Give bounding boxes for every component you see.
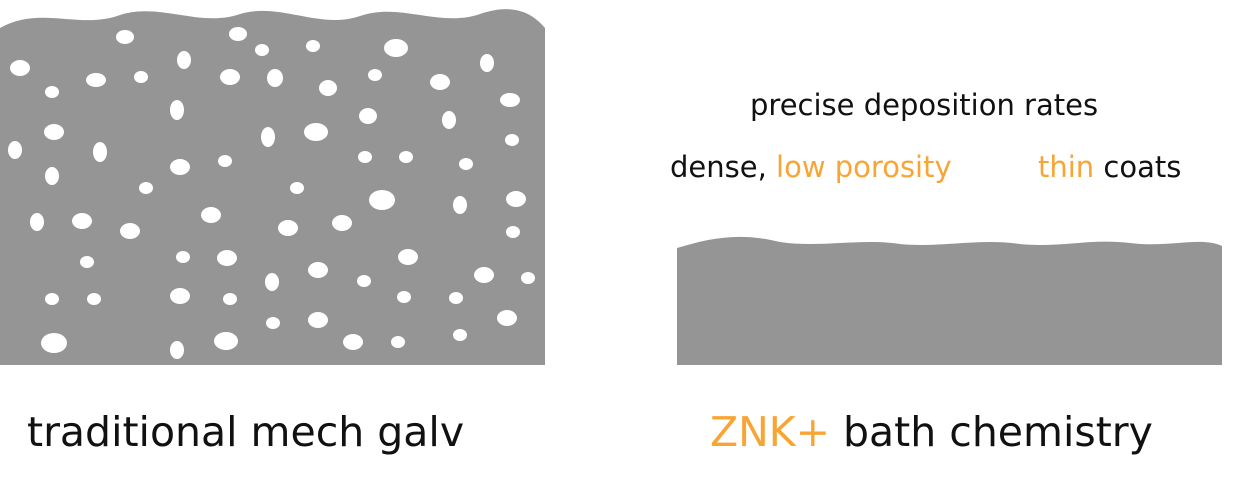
pore [116,30,134,44]
pore [391,336,405,348]
pore [170,341,184,359]
pore [474,267,494,283]
pore [72,213,92,229]
pore [177,51,191,69]
pore [304,123,328,141]
pore [442,111,456,129]
pore [459,158,473,170]
annotation-thin-text: thin [1038,150,1095,184]
dense-coating-layer [677,236,1222,365]
annotation-dense-low-porosity: dense, low porosity [670,150,952,184]
annotation-coats-text: coats [1094,150,1182,184]
bath-chemistry-text: bath chemistry [830,408,1153,456]
pore [120,223,140,239]
pore [45,293,59,305]
pore [176,251,190,263]
pore [41,333,67,353]
pore [229,27,247,41]
pore [8,141,22,159]
pore [267,69,283,87]
pore [134,71,148,83]
pore [261,127,275,147]
pore [384,39,408,57]
pore [170,100,184,120]
pore [308,312,328,328]
pore [500,93,520,107]
pore [220,69,240,85]
pore [332,215,352,231]
pore [497,310,517,326]
pore [80,256,94,268]
pore [278,220,298,236]
pore [343,334,363,350]
pore [397,291,411,303]
pore [506,191,526,207]
pore [218,155,232,167]
pore [453,196,467,214]
annotation-precise-deposition: precise deposition rates [750,88,1099,122]
pore [358,151,372,163]
pore [139,182,153,194]
pore [87,293,101,305]
pore [369,190,395,210]
pore [170,288,190,304]
pore [93,142,107,162]
pore [521,272,535,284]
annotation-dense-text: dense, [670,150,777,184]
annotation-low-porosity-text: low porosity [776,150,952,184]
pore [201,207,221,223]
pores-group [8,27,535,359]
pore [308,262,328,278]
pore [217,250,237,266]
porous-coating-layer [0,9,545,366]
pore [449,292,463,304]
pore [86,73,106,87]
pore [399,151,413,163]
pore [359,108,377,124]
pore [223,293,237,305]
pore [480,54,494,72]
pore [214,332,238,350]
pore [45,167,59,185]
znk-plus-text: ZNK+ [710,408,830,456]
right-panel-label: ZNK+ bath chemistry [710,408,1153,456]
pore [30,213,44,231]
annotation-thin-coats: thin coats [1038,150,1181,184]
pore [266,317,280,329]
pore [430,74,450,90]
pore [368,69,382,81]
pore [170,159,190,175]
pore [319,80,337,96]
pore [290,182,304,194]
pore [255,44,269,56]
pore [45,86,59,98]
pore [306,40,320,52]
pore [265,273,279,291]
pore [505,134,519,146]
pore [453,329,467,341]
pore [10,60,30,76]
pore [357,275,371,287]
pore [506,226,520,238]
pore [44,124,64,140]
pore [398,249,418,265]
left-panel-label: traditional mech galv [27,408,465,456]
